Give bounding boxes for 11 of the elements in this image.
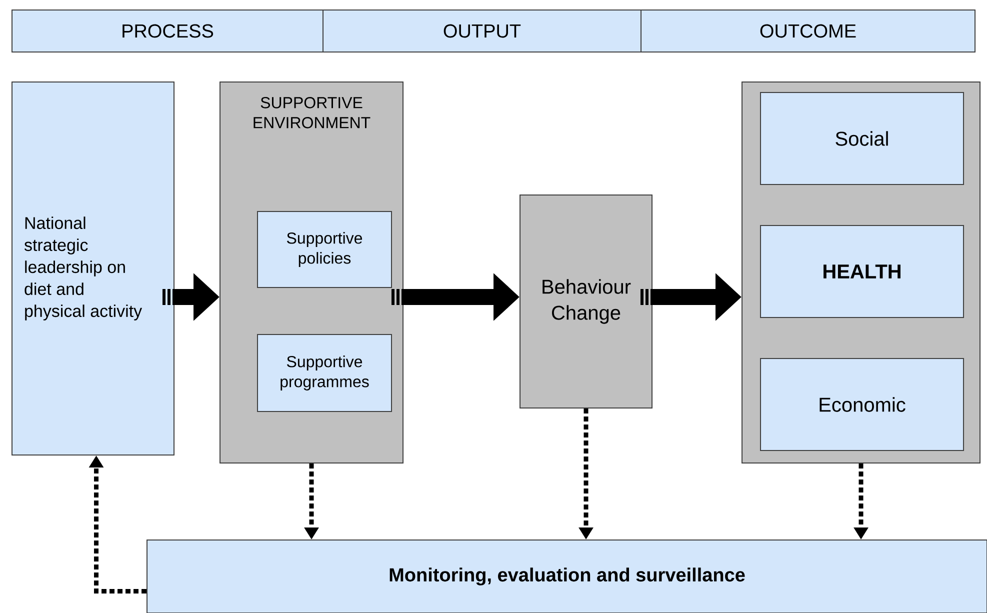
monitoring-band: Monitoring, evaluation and surveillance: [146, 540, 987, 613]
header-band: PROCESS: [12, 10, 324, 52]
process-box: National strategic leadership on diet and physical activity: [12, 82, 174, 456]
outcome-box: HEALTH: [760, 225, 964, 318]
process-box: Behaviour Change: [520, 194, 652, 408]
header-band: OUTCOME: [640, 10, 976, 52]
outcome-box: Social: [760, 92, 964, 185]
process-box: Supportive programmes: [257, 334, 392, 412]
outcome-box: Economic: [760, 358, 964, 451]
process-box: Supportive policies: [257, 211, 392, 288]
header-band: OUTPUT: [322, 10, 642, 52]
